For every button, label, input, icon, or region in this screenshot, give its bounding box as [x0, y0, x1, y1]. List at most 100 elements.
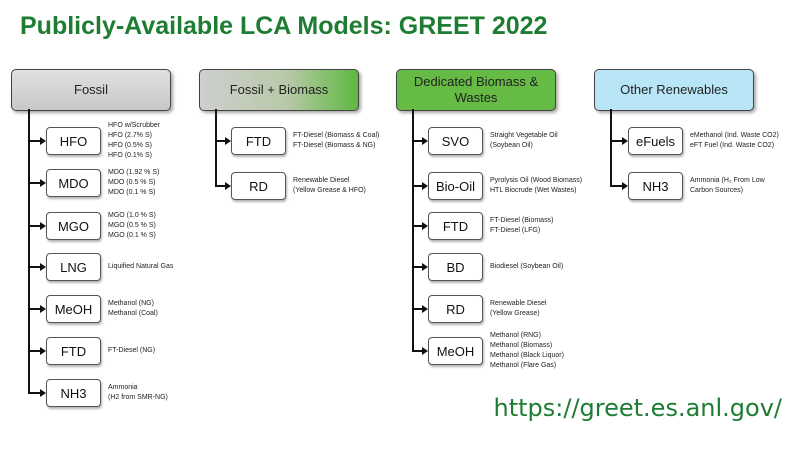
fuel-node-hfo: HFO [46, 127, 101, 155]
fuel-pathway-details: Straight Vegetable Oil (Soybean Oil) [490, 131, 558, 151]
pathway-detail-line: FT-Diesel (Biomass & NG) [293, 142, 376, 149]
pathway-detail-line: Biodiesel (Soybean Oil) [490, 263, 564, 270]
fuel-pathway-details: Methanol (NG) Methanol (Coal) [108, 299, 158, 319]
fuel-pathway-details: Ammonia(H2 from SMR-NG) [108, 383, 168, 403]
arrowhead-icon [422, 222, 428, 230]
greet-url-link[interactable]: https://greet.es.anl.gov/ [493, 394, 783, 422]
arrowhead-icon [40, 179, 46, 187]
fuel-node-nh3: NH3 [628, 172, 683, 200]
pathway-detail-line: Carbon Sources) [690, 187, 743, 194]
connector-branch [413, 140, 422, 142]
connector-branch [29, 308, 40, 310]
pathway-detail-line: Methanol (Biomass) [490, 342, 553, 349]
pathway-detail-line: HFO (2.7% S) [108, 132, 152, 139]
fuel-pathway-details: Renewable Diesel (Yellow Grease) [490, 299, 546, 319]
connector-branch [29, 350, 40, 352]
pathway-detail-line: FT-Diesel (Biomass) [490, 217, 554, 224]
pathway-detail-line: (H2 from SMR-NG) [108, 394, 168, 401]
arrowhead-icon [422, 263, 428, 271]
connector-trunk [215, 109, 217, 187]
pathway-detail-line: MDO (1.92 % S) [108, 169, 160, 176]
fuel-node-bd: BD [428, 253, 483, 281]
pathway-detail-line: Methanol (Coal) [108, 310, 158, 317]
category-dedicated-biomass: Dedicated Biomass & Wastes [396, 69, 556, 111]
fuel-node-lng: LNG [46, 253, 101, 281]
arrowhead-icon [40, 305, 46, 313]
fuel-pathway-details: eMethanol (Ind. Waste CO2) eFT Fuel (Ind.… [690, 131, 779, 151]
arrowhead-icon [225, 137, 231, 145]
arrowhead-icon [422, 137, 428, 145]
connector-branch [413, 308, 422, 310]
pathway-detail-line: MGO (0.5 % S) [108, 222, 156, 229]
arrowhead-icon [422, 182, 428, 190]
pathway-detail-line: Renewable Diesel [490, 300, 547, 307]
connector-branch [29, 225, 40, 227]
pathway-detail-line: (Yellow Grease) [490, 310, 540, 317]
connector-branch [413, 266, 422, 268]
category-fossil: Fossil [11, 69, 171, 111]
pathway-detail-line: Liquified Natural Gas [108, 263, 174, 270]
fuel-pathway-details: Methanol (RNG) Methanol (Biomass) Methanol… [490, 331, 564, 371]
fuel-node-efuels: eFuels [628, 127, 683, 155]
pathway-detail-line: MGO (0.1 % S) [108, 232, 156, 239]
pathway-detail-line: Pyrolysis Oil (Wood Biomass) [490, 177, 583, 184]
connector-branch [29, 392, 40, 394]
pathway-detail-line: HFO w/Scrubber [108, 122, 161, 129]
fuel-node-ftd: FTD [46, 337, 101, 365]
pathway-detail-line: (Yellow Grease & HFO) [293, 187, 366, 194]
connector-branch [413, 350, 422, 352]
connector-branch [216, 185, 225, 187]
fuel-pathway-details: Pyrolysis Oil (Wood Biomass) HTL Biocrude… [490, 176, 582, 196]
arrowhead-icon [622, 182, 628, 190]
fuel-pathway-details: Liquified Natural Gas [108, 262, 173, 272]
pathway-detail-line: Methanol (NG) [108, 300, 154, 307]
arrowhead-icon [40, 137, 46, 145]
fuel-node-bio-oil: Bio-Oil [428, 172, 483, 200]
fuel-node-meoh: MeOH [428, 337, 483, 365]
pathway-detail-line: Methanol (RNG) [490, 332, 541, 339]
fuel-node-svo: SVO [428, 127, 483, 155]
arrowhead-icon [422, 305, 428, 313]
pathway-detail-line: MGO (1.0 % S) [108, 212, 156, 219]
pathway-detail-line: Ammonia (H₂ From Low [690, 177, 765, 184]
fuel-pathway-details: FT-Diesel (NG) [108, 346, 155, 356]
connector-branch [413, 225, 422, 227]
fuel-pathway-details: FT-Diesel (Biomass) FT-Diesel (LFG) [490, 216, 553, 236]
pathway-detail-line: HFO (0.5% S) [108, 142, 152, 149]
arrowhead-icon [40, 222, 46, 230]
pathway-detail-line: MDO (0.5 % S) [108, 179, 156, 186]
pathway-detail-line: FT-Diesel (LFG) [490, 227, 541, 234]
arrowhead-icon [622, 137, 628, 145]
connector-trunk [610, 109, 612, 187]
arrowhead-icon [40, 263, 46, 271]
pathway-detail-line: Renewable Diesel [293, 177, 350, 184]
fuel-node-meoh: MeOH [46, 295, 101, 323]
pathway-detail-line: Methanol (Flare Gas) [490, 362, 557, 369]
pathway-detail-line: FT-Diesel (Biomass & Coal) [293, 132, 380, 139]
connector-branch [29, 182, 40, 184]
category-fossil-biomass: Fossil + Biomass [199, 69, 359, 111]
pathway-detail-line: Straight Vegetable Oil [490, 132, 558, 139]
pathway-detail-line: (Soybean Oil) [490, 142, 533, 149]
page-title: Publicly-Available LCA Models: GREET 202… [20, 12, 548, 40]
connector-branch [413, 185, 422, 187]
fuel-pathway-details: MGO (1.0 % S) MGO (0.5 % S) MGO (0.1 % S) [108, 211, 156, 241]
fuel-pathway-details: Biodiesel (Soybean Oil) [490, 262, 563, 272]
fuel-pathway-details: Renewable Diesel (Yellow Grease & HFO) [293, 176, 366, 196]
pathway-detail-line: HFO (0.1% S) [108, 152, 152, 159]
arrowhead-icon [40, 389, 46, 397]
connector-branch [216, 140, 225, 142]
arrowhead-icon [225, 182, 231, 190]
category-other-renewables: Other Renewables [594, 69, 754, 111]
pathway-detail-line: eFT Fuel (Ind. Waste CO2) [690, 142, 775, 149]
pathway-detail-line: HTL Biocrude (Wet Wastes) [490, 187, 577, 194]
pathway-detail-line: MDO (0.1 % S) [108, 189, 156, 196]
fuel-node-rd: RD [428, 295, 483, 323]
fuel-node-rd: RD [231, 172, 286, 200]
pathway-detail-line: eMethanol (Ind. Waste CO2) [690, 132, 779, 139]
fuel-pathway-details: MDO (1.92 % S) MDO (0.5 % S) MDO (0.1 % S) [108, 168, 159, 198]
arrowhead-icon [422, 347, 428, 355]
fuel-node-ftd: FTD [428, 212, 483, 240]
